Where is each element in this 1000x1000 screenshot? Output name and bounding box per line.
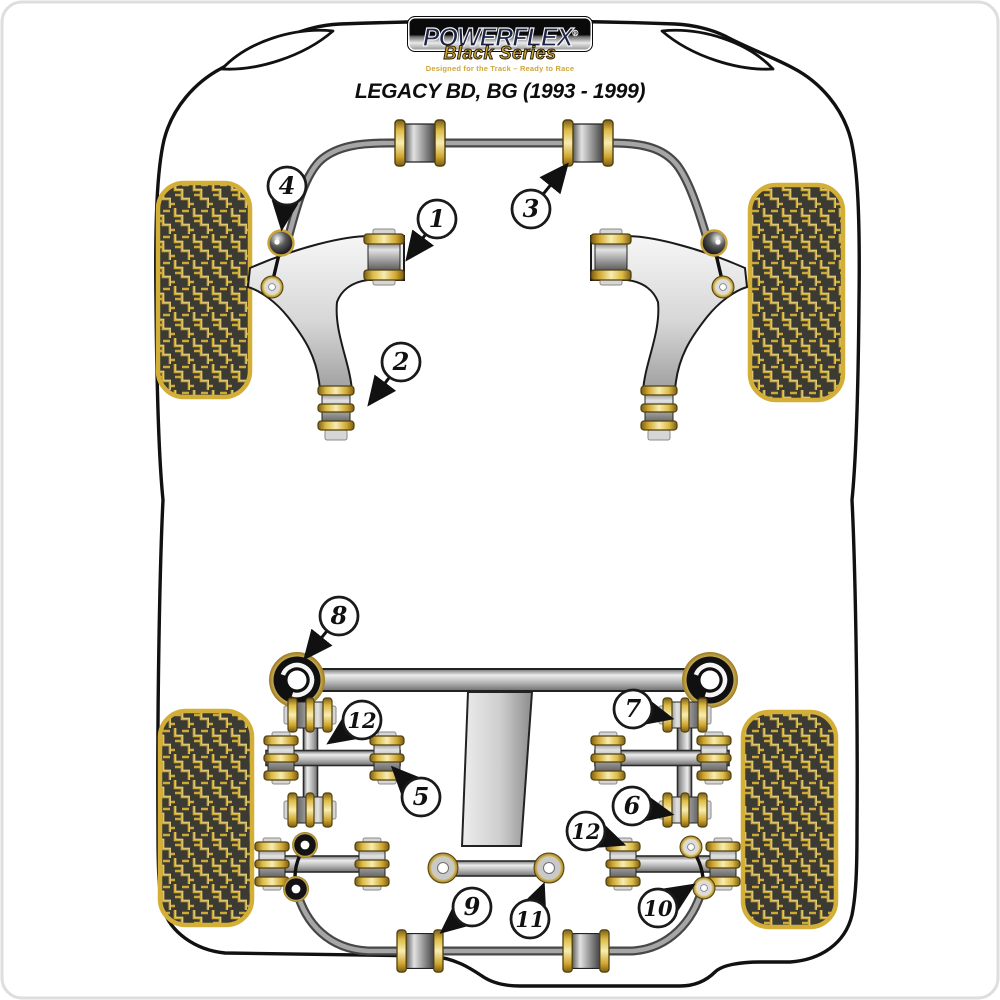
svg-text:7: 7	[625, 694, 642, 723]
logo-tagline: Designed for the Track – Ready to Race	[425, 64, 575, 73]
callout-12: 12	[326, 699, 383, 745]
svg-text:11: 11	[515, 907, 544, 932]
wing-mirror-left	[220, 28, 335, 71]
callout-1: 1	[405, 198, 458, 262]
callout-4: 4	[266, 165, 308, 232]
tire-front-left	[155, 180, 253, 400]
svg-text:6: 6	[624, 791, 641, 820]
callout-12: 12	[565, 810, 627, 852]
callout-10: 10	[637, 883, 696, 929]
svg-text:1: 1	[429, 204, 446, 233]
series-name: Black Series	[443, 43, 557, 64]
callout-11: 11	[509, 881, 551, 940]
callout-3: 3	[510, 162, 569, 230]
powerflex-logo: POWERFLEX® Black Series Designed for the…	[395, 16, 605, 73]
wing-mirror-right	[660, 28, 775, 71]
svg-text:5: 5	[413, 782, 430, 811]
callout-7: 7	[612, 688, 675, 730]
logo-box: POWERFLEX®	[407, 16, 593, 53]
svg-text:2: 2	[392, 347, 410, 376]
rear-drop-link-left	[283, 832, 318, 902]
svg-text:12: 12	[347, 708, 376, 733]
diff-support	[460, 691, 534, 847]
rear-drop-link-right	[679, 835, 716, 900]
tires	[155, 180, 846, 930]
svg-text:12: 12	[571, 819, 600, 844]
front-arb-bushing-left	[394, 119, 446, 167]
front-arb-bushing-right	[562, 119, 614, 167]
svg-text:10: 10	[643, 896, 673, 921]
tire-front-right	[747, 182, 846, 403]
callout-8: 8	[303, 595, 360, 661]
callout-5: 5	[390, 765, 442, 818]
rear-arb-bushing-right	[562, 929, 610, 973]
svg-text:9: 9	[464, 892, 481, 921]
page-title: LEGACY BD, BG (1993 - 1999)	[354, 80, 646, 103]
svg-text:4: 4	[279, 171, 296, 200]
rear-anti-roll-bar	[291, 881, 708, 973]
callout-6: 6	[611, 785, 675, 827]
brand-name: POWERFLEX®	[422, 22, 578, 53]
svg-text:3: 3	[523, 194, 540, 223]
svg-text:8: 8	[330, 601, 348, 630]
callout-9: 9	[439, 886, 493, 934]
tire-rear-right	[740, 709, 839, 930]
rear-arb-bushing-left	[396, 929, 444, 973]
callout-2: 2	[367, 341, 422, 407]
tire-rear-left	[157, 708, 255, 928]
registered-mark: ®	[572, 28, 578, 39]
crossmember-ring-bushing-right	[682, 652, 738, 708]
rear-pivot-link	[427, 852, 565, 884]
rear-crossmember	[269, 652, 738, 847]
